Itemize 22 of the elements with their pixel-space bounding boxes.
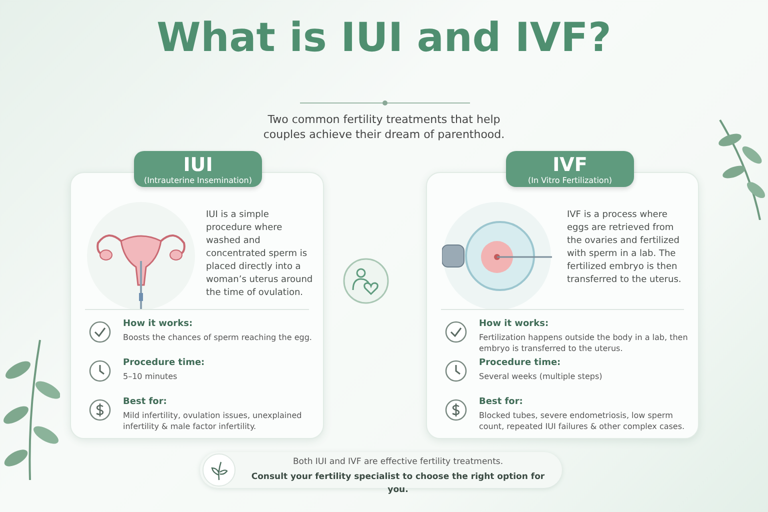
row-heading: How it works:: [123, 319, 194, 330]
row-heading: Best for:: [123, 397, 168, 408]
row-text: Blocked tubes, severe endometriosis, low sperm count, repeated IUI failures & other complex cases.: [479, 410, 686, 432]
title: What is IUI and IVF?: [156, 14, 612, 62]
note-text: Both IUI and IVF are effective fertility treatments.: [292, 456, 504, 469]
row-text: 5–10 minutes: [123, 371, 178, 382]
row-text: Mild infertility, ovulation issues, unexplained infertility & male factor infertility.: [123, 410, 303, 432]
description-text: IUI is a simple procedure where washed and concentrated sperm is placed directly into a woman’s uterus around the time of ovulation.: [206, 209, 314, 300]
caption: Two common fertility treatments that help couples achieve their dream of parenthood.: [262, 112, 506, 142]
card-subheading: (Intrauterine Insemination): [142, 176, 253, 186]
row-text: Several weeks (multiple steps): [479, 371, 604, 382]
card-heading: IUI: [182, 154, 214, 176]
description-text: IVF is a process where eggs are retrieved from the ovaries and fertilized with sperm in a lab. The fertilized embryo is then transferred to the uterus.: [567, 209, 682, 287]
row-text: Fertilization happens outside the body in a lab, then embryo is transferred to the uterus.: [479, 332, 688, 354]
row-text: Boosts the chances of sperm reaching the egg.: [123, 332, 313, 343]
row-heading: Procedure time:: [123, 358, 206, 369]
note-emphasis: Consult your fertility specialist to choose the right option for you.: [250, 471, 546, 497]
card-subheading: (In Vitro Fertilization): [526, 176, 614, 186]
row-heading: Procedure time:: [479, 358, 562, 369]
row-heading: How it works:: [479, 319, 550, 330]
card-heading: IVF: [552, 154, 588, 176]
row-heading: Best for:: [479, 397, 524, 408]
